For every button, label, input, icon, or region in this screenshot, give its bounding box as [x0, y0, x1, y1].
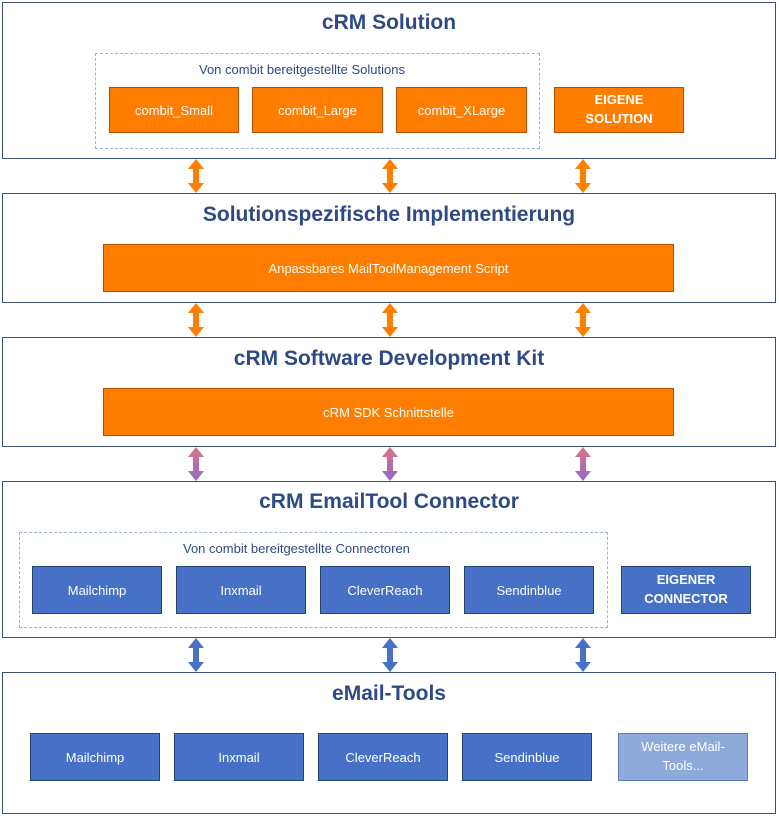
more-tools-line-1: Weitere eMail- — [641, 739, 725, 755]
solution-combit-small: combit_Small — [109, 87, 239, 133]
custom-connector-line-2: CONNECTOR — [644, 591, 728, 606]
layer-email-tools: eMail-Tools Mailchimp Inxmail CleverReac… — [2, 672, 776, 814]
tool-cleverreach: CleverReach — [318, 733, 448, 781]
sdk-interface-bar: cRM SDK Schnittstelle — [103, 388, 674, 436]
double-arrow-icon — [575, 447, 591, 481]
double-arrow-icon — [382, 447, 398, 481]
solution-combit-large: combit_Large — [252, 87, 383, 133]
double-arrow-icon — [575, 303, 591, 337]
provided-solutions-group: Von combit bereitgestellte Solutions — [95, 53, 540, 149]
layer-title: Solutionspezifische Implementierung — [202, 203, 576, 226]
double-arrow-icon — [188, 638, 204, 672]
custom-connector-line-1: EIGENER — [656, 572, 716, 588]
layer-title: cRM EmailTool Connector — [259, 490, 519, 513]
layer-title: cRM Software Development Kit — [233, 347, 545, 370]
group-label: Von combit bereitgestellte Connectoren — [183, 541, 410, 556]
double-arrow-icon — [382, 159, 398, 193]
double-arrow-icon — [188, 303, 204, 337]
tool-mailchimp: Mailchimp — [30, 733, 160, 781]
connector-mailchimp: Mailchimp — [32, 566, 162, 614]
custom-solution-box: EIGENE SOLUTION — [554, 87, 684, 133]
tool-sendinblue: Sendinblue — [462, 733, 592, 781]
double-arrow-icon — [382, 638, 398, 672]
more-tools-line-2: Tools... — [662, 758, 704, 773]
mailtool-management-script-bar: Anpassbares MailToolManagement Script — [103, 244, 674, 292]
group-label: Von combit bereitgestellte Solutions — [199, 62, 405, 77]
custom-solution-line-1: EIGENE — [594, 92, 644, 108]
custom-solution-line-2: SOLUTION — [585, 111, 653, 126]
double-arrow-icon — [575, 638, 591, 672]
provided-connectors-group: Von combit bereitgestellte Connectoren — [19, 532, 608, 628]
layer-emailtool-connector: cRM EmailTool Connector Von combit berei… — [2, 481, 776, 638]
custom-connector-box: EIGENER CONNECTOR — [621, 566, 751, 614]
solution-combit-xlarge: combit_XLarge — [396, 87, 527, 133]
double-arrow-icon — [188, 447, 204, 481]
layer-implementation: Solutionspezifische Implementierung Anpa… — [2, 193, 776, 303]
layer-sdk: cRM Software Development Kit cRM SDK Sch… — [2, 337, 776, 447]
connector-sendinblue: Sendinblue — [464, 566, 594, 614]
layer-title: cRM Solution — [321, 11, 457, 34]
more-tools-box: Weitere eMail- Tools... — [618, 733, 748, 781]
layer-crm-solution: cRM Solution Von combit bereitgestellte … — [2, 2, 776, 159]
double-arrow-icon — [382, 303, 398, 337]
layer-title: eMail-Tools — [332, 682, 446, 705]
double-arrow-icon — [188, 159, 204, 193]
tool-inxmail: Inxmail — [174, 733, 304, 781]
double-arrow-icon — [575, 159, 591, 193]
connector-cleverreach: CleverReach — [320, 566, 450, 614]
connector-inxmail: Inxmail — [176, 566, 306, 614]
